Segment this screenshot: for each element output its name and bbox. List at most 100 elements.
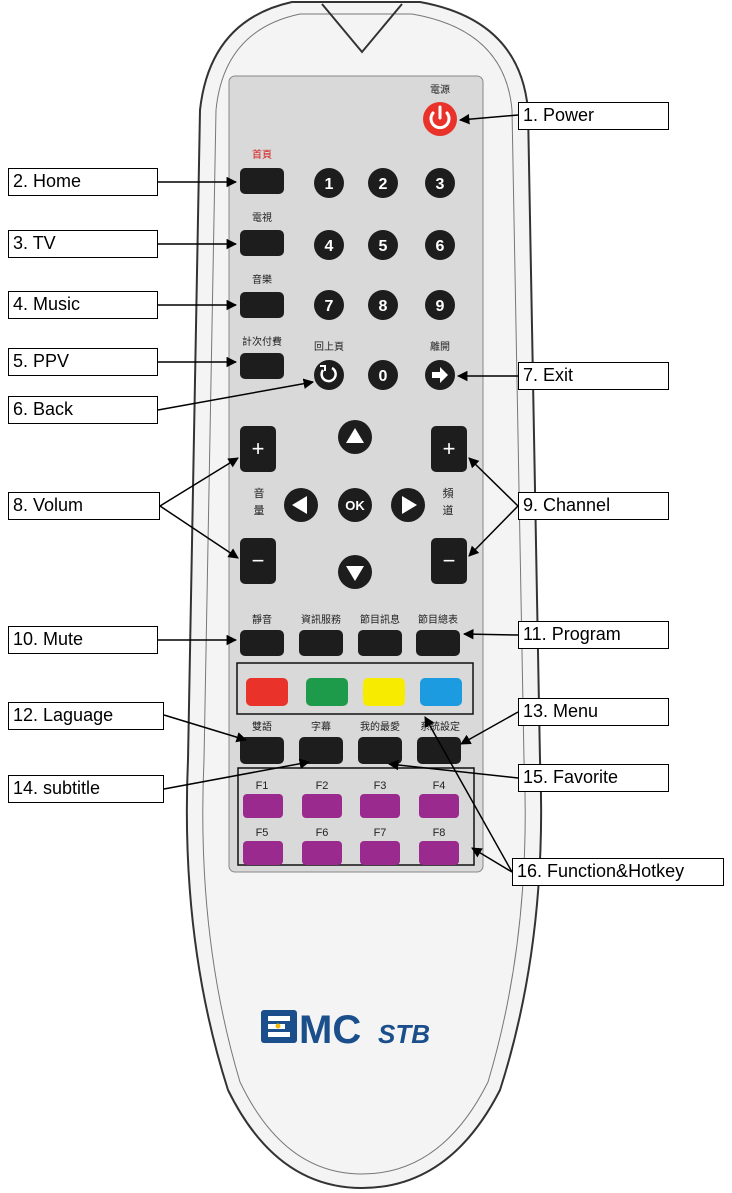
language-button[interactable]	[240, 737, 284, 764]
callout-menu: 13. Menu	[518, 698, 669, 726]
color-keys-frame	[236, 662, 474, 715]
f3-key-label: F3	[374, 780, 387, 792]
back-button[interactable]	[314, 360, 344, 390]
digit-button-7[interactable]: 7	[314, 290, 344, 320]
power-button[interactable]	[423, 102, 457, 136]
volume-down-button[interactable]: −	[240, 538, 276, 584]
svg-text:9: 9	[436, 298, 445, 315]
digit-button-6[interactable]: 6	[425, 230, 455, 260]
favorite-button[interactable]	[358, 737, 402, 764]
nav-left-button[interactable]	[284, 488, 318, 522]
music-key-label: 音樂	[252, 273, 272, 286]
svg-text:2: 2	[379, 176, 388, 193]
digit-button-2[interactable]: 2	[368, 168, 398, 198]
triangle-left-icon	[292, 496, 307, 514]
f7-button[interactable]	[360, 841, 400, 865]
function-keys-frame	[237, 767, 475, 866]
f8-button[interactable]	[419, 841, 459, 865]
subtitle-key-label: 字幕	[311, 720, 331, 733]
back-key-label: 回上頁	[314, 341, 344, 353]
callout-function-hotkey: 16. Function&Hotkey	[512, 858, 724, 886]
subtitle-button[interactable]	[299, 737, 343, 764]
svg-text:OK: OK	[345, 498, 365, 513]
program-guide-key-label: 節目總表	[418, 613, 458, 626]
digit-button-9[interactable]: 9	[425, 290, 455, 320]
svg-text:4: 4	[325, 238, 334, 255]
digit-button-3[interactable]: 3	[425, 168, 455, 198]
callout-music: 4. Music	[8, 291, 158, 319]
channel-down-button[interactable]: −	[431, 538, 467, 584]
svg-text:+: +	[443, 436, 456, 461]
svg-text:1: 1	[325, 176, 334, 193]
f4-key-label: F4	[433, 780, 446, 792]
svg-text:7: 7	[325, 298, 334, 315]
ppv-button[interactable]	[240, 353, 284, 379]
digit-button-8[interactable]: 8	[368, 290, 398, 320]
home-key-label: 首頁	[252, 148, 272, 161]
f2-key-label: F2	[316, 780, 329, 792]
nav-up-button[interactable]	[338, 420, 372, 454]
callout-ppv: 5. PPV	[8, 348, 158, 376]
program-guide-button[interactable]	[416, 630, 460, 656]
back-icon	[320, 366, 337, 383]
f4-button[interactable]	[419, 794, 459, 818]
callout-favorite: 15. Favorite	[518, 764, 669, 792]
svg-text:−: −	[252, 548, 265, 573]
digit-button-0[interactable]: 0	[368, 360, 398, 390]
exit-button[interactable]	[425, 360, 455, 390]
f8-key-label: F8	[433, 827, 446, 839]
tv-key-label: 電視	[252, 211, 272, 224]
volume-key-label: 音量	[254, 486, 265, 517]
svg-text:6: 6	[436, 238, 445, 255]
svg-text:−: −	[443, 548, 456, 573]
menu-button[interactable]	[417, 737, 461, 764]
nav-right-button[interactable]	[391, 488, 425, 522]
program-info-button[interactable]	[358, 630, 402, 656]
f5-button[interactable]	[243, 841, 283, 865]
volume-up-button[interactable]: +	[240, 426, 276, 472]
favorite-key-label: 我的最愛	[360, 720, 400, 733]
triangle-down-icon	[346, 566, 364, 581]
callout-tv: 3. TV	[8, 230, 158, 258]
triangle-right-icon	[402, 496, 417, 514]
triangle-up-icon	[346, 428, 364, 443]
blue-key[interactable]	[420, 678, 462, 706]
f1-button[interactable]	[243, 794, 283, 818]
program-info-key-label: 節目訊息	[360, 613, 400, 626]
ir-window-notch	[321, 3, 403, 54]
svg-text:MC: MC	[299, 1008, 361, 1052]
callout-exit: 7. Exit	[518, 362, 669, 390]
yellow-key[interactable]	[363, 678, 405, 706]
tv-button[interactable]	[240, 230, 284, 256]
svg-text:STB: STB	[378, 1019, 430, 1049]
channel-key-label: 頻道	[443, 486, 454, 517]
f2-button[interactable]	[302, 794, 342, 818]
green-key[interactable]	[306, 678, 348, 706]
digit-button-4[interactable]: 4	[314, 230, 344, 260]
callout-language: 12. Laguage	[8, 702, 164, 730]
f7-key-label: F7	[374, 827, 387, 839]
f3-button[interactable]	[360, 794, 400, 818]
digit-button-1[interactable]: 1	[314, 168, 344, 198]
digit-button-5[interactable]: 5	[368, 230, 398, 260]
svg-text:8: 8	[379, 298, 388, 315]
channel-up-button[interactable]: +	[431, 426, 467, 472]
svg-text:+: +	[252, 436, 265, 461]
info-service-button[interactable]	[299, 630, 343, 656]
f6-key-label: F6	[316, 827, 329, 839]
f5-key-label: F5	[256, 827, 269, 839]
callout-volume: 8. Volum	[8, 492, 160, 520]
mute-button[interactable]	[240, 630, 284, 656]
music-button[interactable]	[240, 292, 284, 318]
ppv-key-label: 計次付費	[242, 335, 282, 348]
f6-button[interactable]	[302, 841, 342, 865]
home-button[interactable]	[240, 168, 284, 194]
ok-button[interactable]: OK	[338, 488, 372, 522]
nav-down-button[interactable]	[338, 555, 372, 589]
power-icon	[429, 111, 451, 130]
power-key-label: 電源	[430, 83, 450, 96]
red-key[interactable]	[246, 678, 288, 706]
leader-lines	[157, 113, 519, 873]
remote-body-inner-edge	[202, 13, 526, 1175]
svg-text:0: 0	[379, 368, 388, 385]
